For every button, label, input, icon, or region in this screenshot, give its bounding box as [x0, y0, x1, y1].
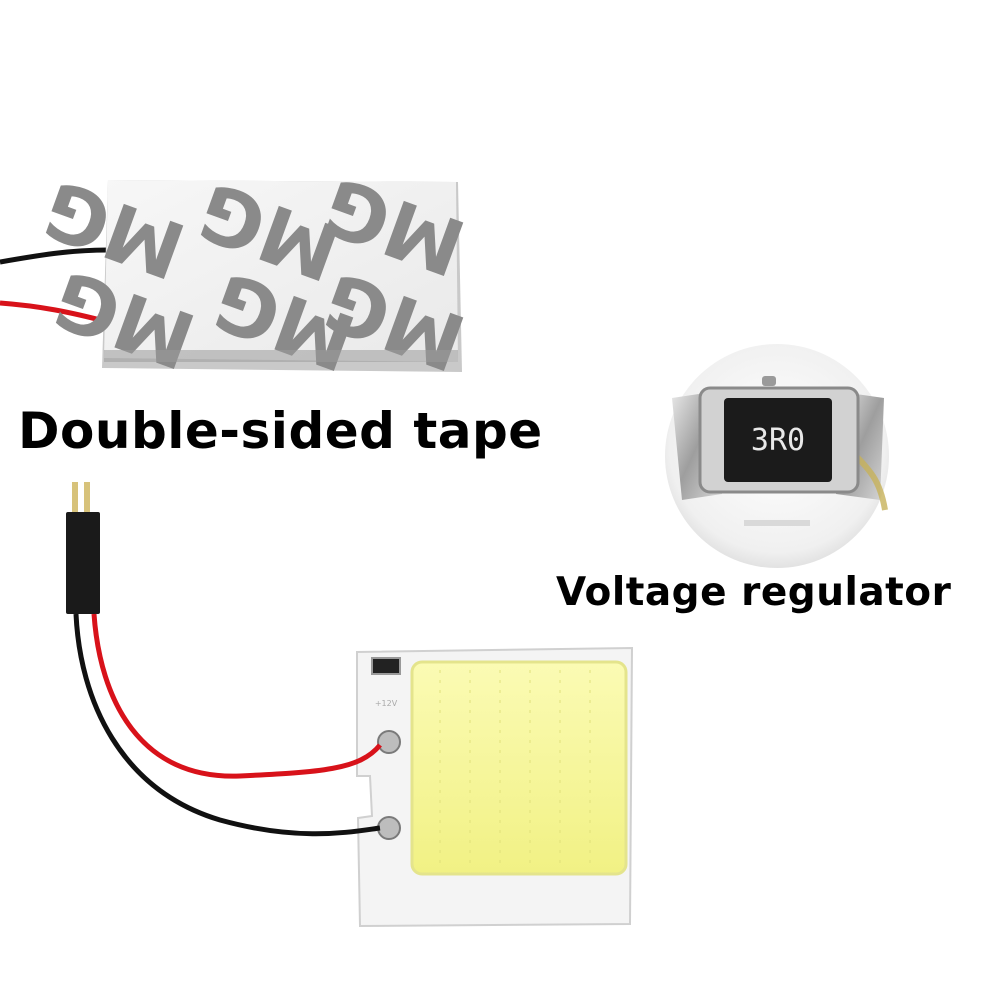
polarity-label: +12V — [375, 699, 398, 708]
black-wire — [73, 613, 381, 837]
via-top — [762, 376, 776, 386]
caption-voltage-regulator: Voltage regulator — [556, 570, 952, 615]
pin-right — [84, 482, 90, 514]
resistor-body — [724, 398, 832, 482]
tape-shadow-strip — [104, 350, 458, 362]
trace-line — [744, 520, 810, 526]
solder-joint-positive — [377, 730, 401, 754]
t10-connector — [66, 482, 100, 614]
cob-led-chip — [410, 660, 628, 876]
black-wire — [0, 247, 109, 265]
red-wire — [0, 300, 109, 325]
led-die-grid — [439, 670, 591, 866]
caption-double-sided-tape: Double-sided tape — [18, 402, 543, 460]
tape-backing — [104, 180, 458, 362]
solder-joint-negative — [377, 816, 401, 840]
connector-housing — [66, 512, 100, 614]
cob-led-panel: +12V — [356, 646, 634, 928]
board-resistor — [371, 657, 401, 675]
double-sided-tape-pad: MG MG MG MG MG MG — [0, 159, 476, 387]
red-wire — [91, 613, 382, 779]
resistor-code: 3R0 — [751, 423, 805, 458]
smd-resistor-closeup: 3R0 — [665, 344, 889, 568]
pin-left — [72, 482, 78, 514]
